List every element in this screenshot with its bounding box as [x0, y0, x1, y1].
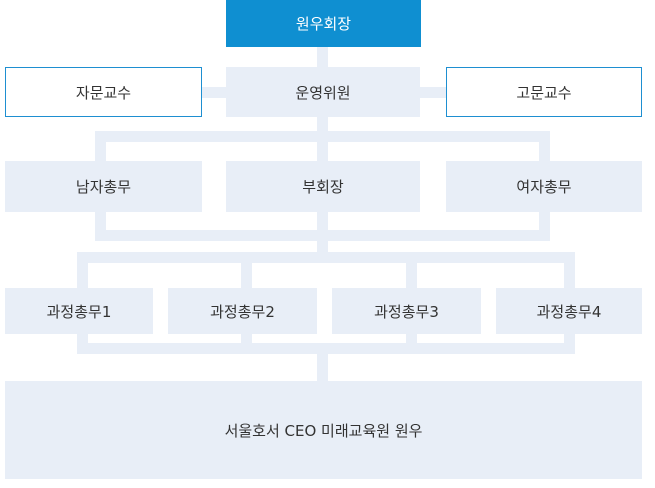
node-female-secretary: 여자총무 — [446, 161, 642, 212]
node-male-secretary: 남자총무 — [5, 161, 202, 212]
node-course-secretary-4: 과정총무4 — [496, 288, 642, 334]
node-course-secretary-3: 과정총무3 — [332, 288, 481, 334]
connector-course1-drop — [77, 252, 88, 288]
connector-committee-counsel — [420, 87, 446, 98]
connector-to-members — [317, 343, 328, 381]
node-course-secretary-2: 과정총무2 — [168, 288, 317, 334]
connector-tier2-right-rise — [539, 212, 550, 241]
connector-tier2-left-rise — [95, 212, 106, 241]
connector-tier2-top-bar — [95, 131, 550, 142]
connector-course2-drop — [241, 252, 252, 288]
connector-course4-drop — [564, 252, 575, 288]
node-members: 서울호서 CEO 미래교육원 원우 — [5, 381, 642, 479]
node-course-secretary-1: 과정총무1 — [5, 288, 153, 334]
connector-vice-down — [317, 212, 328, 263]
connector-tier3-bar — [77, 252, 575, 263]
connector-advisor-committee — [202, 87, 226, 98]
node-counsel-professor: 고문교수 — [446, 67, 642, 117]
connector-tier2-left-drop — [95, 131, 106, 161]
node-president: 원우회장 — [226, 0, 421, 47]
connector-course3-drop — [406, 252, 417, 288]
node-advisor-professor: 자문교수 — [5, 67, 202, 117]
connector-tier2-right-drop — [539, 131, 550, 161]
node-vice-president: 부회장 — [226, 161, 420, 212]
connector-president-committee — [317, 47, 328, 67]
node-committee: 운영위원 — [226, 67, 420, 117]
